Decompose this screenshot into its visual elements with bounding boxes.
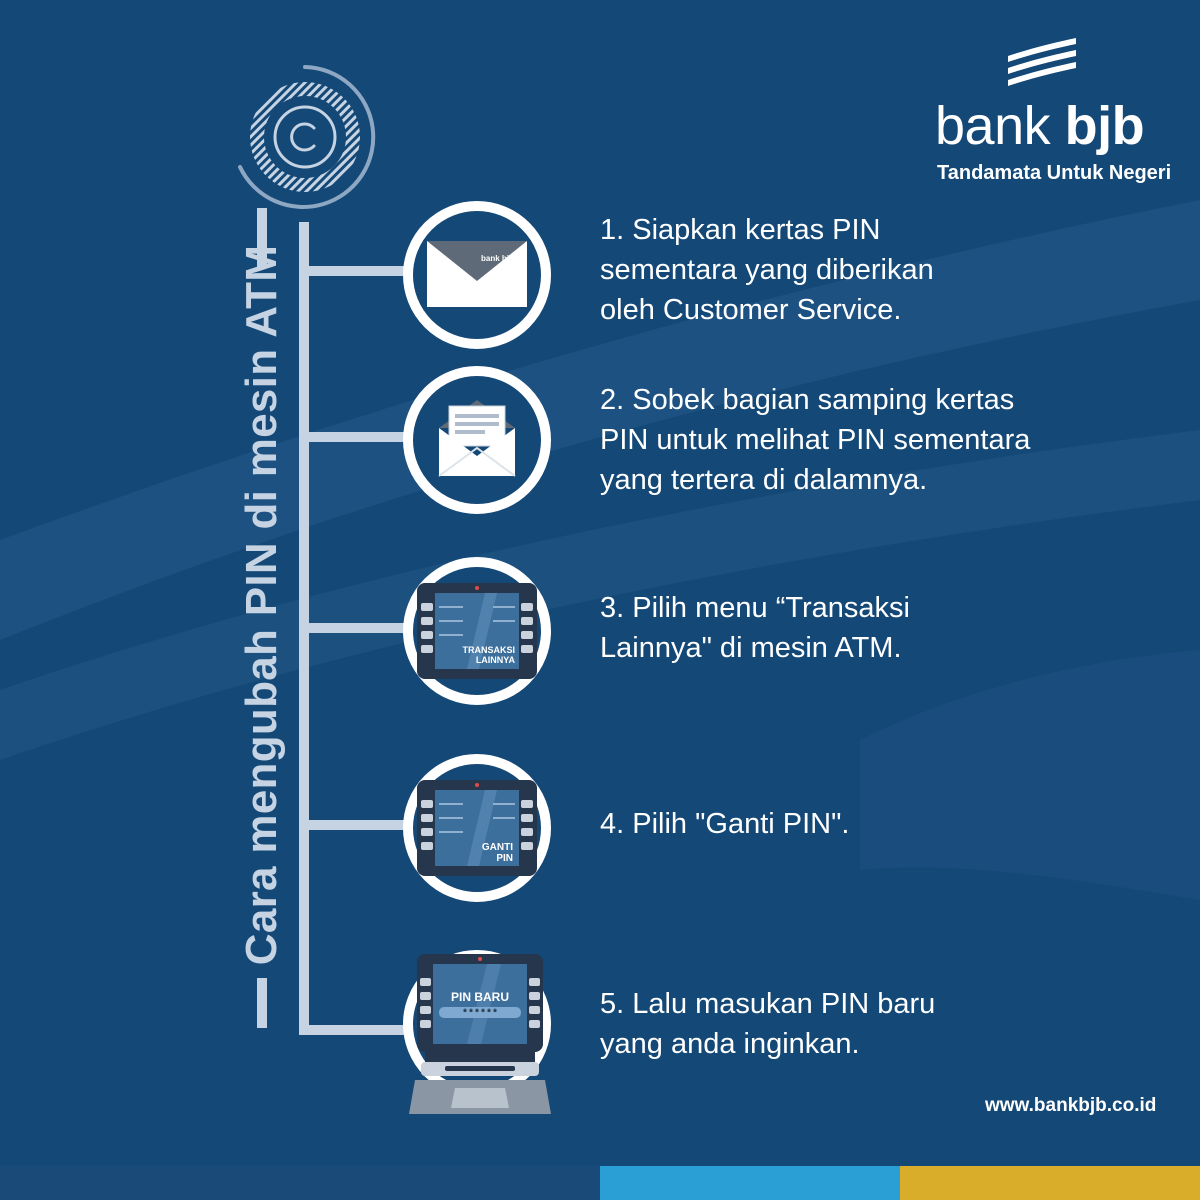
envelope-brand-text: bank bjb bbox=[481, 254, 514, 263]
footer-bar-dark bbox=[0, 1166, 600, 1200]
title-dash-bottom bbox=[257, 978, 267, 1028]
footer-bar-blue bbox=[600, 1166, 900, 1200]
atm-screen-label-line1: GANTI bbox=[482, 842, 513, 853]
step-1-text: 1. Siapkan kertas PIN sementara yang dib… bbox=[600, 210, 934, 330]
timeline-branch-2 bbox=[299, 432, 411, 442]
step-3-line-2: Lainnya" di mesin ATM. bbox=[600, 632, 902, 664]
title-dash-top bbox=[257, 208, 267, 268]
pin-baru-label: PIN BARU bbox=[451, 990, 509, 1004]
brand-name-light: bank bbox=[935, 96, 1065, 156]
step-4-icon-circle: GANTI PIN bbox=[403, 754, 551, 902]
page-title: Cara mengubah PIN di mesin ATM bbox=[237, 244, 286, 966]
step-2-line-2: PIN untuk melihat PIN sementara bbox=[600, 424, 1031, 456]
step-2-text: 2. Sobek bagian samping kertas PIN untuk… bbox=[600, 380, 1030, 500]
brand-tagline: Tandamata Untuk Negeri bbox=[937, 162, 1172, 184]
step-1-line-3: oleh Customer Service. bbox=[600, 294, 902, 326]
timeline-branch-5 bbox=[299, 1025, 411, 1035]
step-2-line-3: yang tertera di dalamnya. bbox=[600, 464, 928, 496]
pin-input-mask: ****** bbox=[462, 1008, 498, 1020]
atm-screen-icon: TRANSAKSI LAINNYA bbox=[417, 583, 537, 679]
step-1-line-1: 1. Siapkan kertas PIN bbox=[600, 214, 881, 246]
step-1-line-2: sementara yang diberikan bbox=[600, 254, 934, 286]
timeline-branch-3 bbox=[299, 623, 411, 633]
step-1-icon-circle: bank bjb bbox=[403, 201, 551, 349]
step-4-text: 4. Pilih "Ganti PIN". bbox=[600, 804, 849, 844]
atm-screen-icon: GANTI PIN bbox=[417, 780, 537, 876]
envelope-closed-icon: bank bjb bbox=[427, 241, 527, 307]
step-2-icon-circle bbox=[403, 366, 551, 514]
footer-bar-gold bbox=[900, 1166, 1200, 1200]
atm-screen-label-line1: TRANSAKSI bbox=[462, 645, 515, 655]
step-3-icon-circle: TRANSAKSI LAINNYA bbox=[403, 557, 551, 705]
bank-bjb-logo-icon bbox=[1008, 38, 1076, 86]
website-url: www.bankbjb.co.id bbox=[985, 1095, 1157, 1116]
step-3-line-1: 3. Pilih menu “Transaksi bbox=[600, 592, 910, 624]
step-5-line-1: 5. Lalu masukan PIN baru bbox=[600, 988, 936, 1020]
ring-logo-icon bbox=[238, 65, 376, 209]
atm-screen-label-line2: LAINNYA bbox=[476, 655, 516, 665]
atm-machine-icon: PIN BARU ****** bbox=[409, 954, 551, 1114]
brand-name-bold: bjb bbox=[1064, 96, 1145, 156]
timeline-branch-4 bbox=[299, 820, 411, 830]
envelope-open-icon bbox=[438, 400, 516, 477]
brand-name: bank bjb bbox=[935, 95, 1145, 157]
step-2-line-1: 2. Sobek bagian samping kertas bbox=[600, 384, 1015, 416]
step-4-line-1: 4. Pilih "Ganti PIN". bbox=[600, 808, 850, 840]
step-3-text: 3. Pilih menu “Transaksi Lainnya" di mes… bbox=[600, 588, 910, 668]
atm-screen-label-line2: PIN bbox=[496, 853, 513, 864]
step-5-line-2: yang anda inginkan. bbox=[600, 1028, 860, 1060]
step-5-text: 5. Lalu masukan PIN baru yang anda ingin… bbox=[600, 984, 935, 1064]
timeline-branch-1 bbox=[299, 266, 411, 276]
